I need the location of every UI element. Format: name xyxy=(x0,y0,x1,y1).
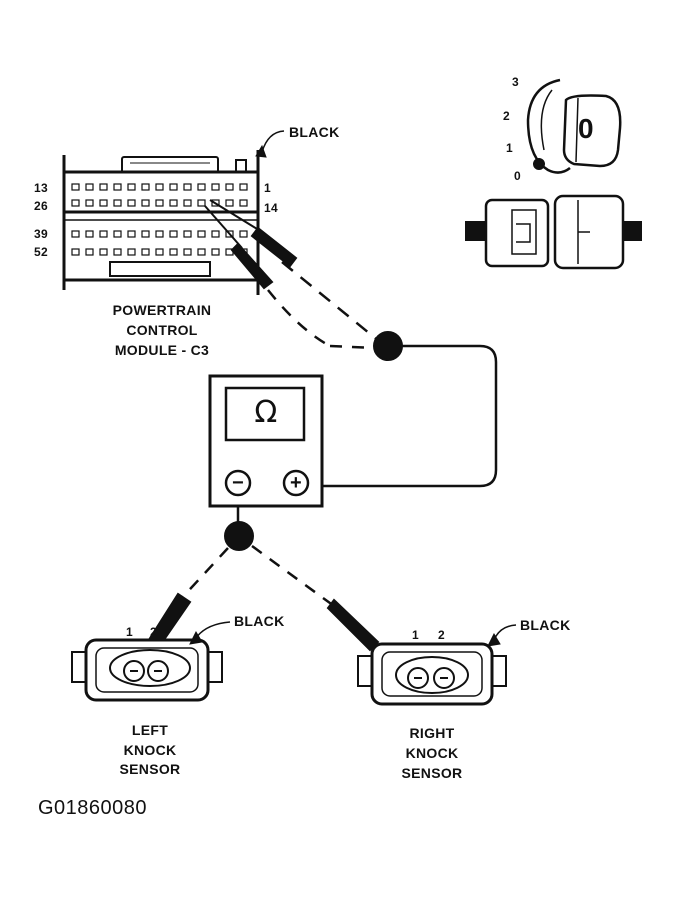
ignition-cylinder xyxy=(526,78,571,174)
left-sensor-name-line3: SENSOR xyxy=(119,761,181,777)
right-sensor-pin1: 1 xyxy=(412,628,419,642)
ohmmeter-positive-symbol: + xyxy=(290,472,302,494)
pcm-pin-label-26: 26 xyxy=(34,199,48,213)
terminal-row-2 xyxy=(71,199,248,207)
lead-junction-lower xyxy=(224,521,254,551)
lead-pcm-dashed xyxy=(281,261,381,343)
lead-positive-wire xyxy=(312,344,498,488)
probe-body-right xyxy=(326,598,380,652)
probe-wire-2 xyxy=(204,205,243,249)
ignition-position-2: 2 xyxy=(503,109,510,123)
pcm-pin-label-52: 52 xyxy=(34,245,48,259)
ignition-position-3: 3 xyxy=(512,75,519,89)
ignition-position-0: 0 xyxy=(514,169,521,183)
pcm-name-line2: CONTROL xyxy=(126,322,198,338)
right-sensor-body xyxy=(370,642,494,706)
connector-half-left xyxy=(484,198,550,268)
pcm-name-line3: MODULE - C3 xyxy=(114,342,210,358)
left-knock-sensor-connector xyxy=(71,621,231,702)
right-sensor-name-line3: SENSOR xyxy=(401,765,463,781)
pcm-pin-label-39: 39 xyxy=(34,227,48,241)
probe-body-1 xyxy=(250,226,298,268)
right-sensor-name-line2: KNOCK xyxy=(405,745,459,761)
right-knock-sensor-connector xyxy=(357,624,517,706)
left-sensor-name-line1: LEFT xyxy=(131,722,169,738)
terminal-row-3 xyxy=(71,230,248,238)
pcm-pin-label-14: 14 xyxy=(264,201,278,215)
pcm-pin-label-1: 1 xyxy=(264,181,271,195)
harness-connector-pair xyxy=(465,194,642,270)
right-sensor-name-line1: RIGHT xyxy=(409,725,455,741)
pcm-connector-color-label: BLACK xyxy=(289,124,340,140)
pcm-color-leader xyxy=(261,130,285,153)
ohmmeter-negative-jack xyxy=(224,469,252,497)
ignition-key-position: 0 xyxy=(578,113,594,144)
pcm-probes xyxy=(204,199,298,290)
left-sensor-color-label: BLACK xyxy=(234,613,285,629)
ohmmeter-negative-symbol: − xyxy=(232,472,244,494)
ignition-switch xyxy=(526,78,622,174)
left-sensor-pin2: 2 xyxy=(150,625,157,639)
probe-body-2 xyxy=(230,242,274,290)
ohmmeter-symbol: Ω xyxy=(254,395,278,430)
ohmmeter xyxy=(208,374,324,508)
ohmmeter-display xyxy=(224,386,306,442)
pcm-bottom-tab xyxy=(109,261,211,277)
left-sensor-pin1: 1 xyxy=(126,625,133,639)
right-sensor-color-label: BLACK xyxy=(520,617,571,633)
pcm-connector xyxy=(62,130,285,295)
left-sensor-name-line2: KNOCK xyxy=(123,742,177,758)
probe-wire-1 xyxy=(209,199,263,233)
pcm-pin-label-13: 13 xyxy=(34,181,48,195)
figure-code: G01860080 xyxy=(38,797,148,819)
lead-junction-upper xyxy=(373,331,403,361)
pcm-name-line1: POWERTRAIN xyxy=(112,302,212,318)
ohmmeter-positive-jack xyxy=(282,469,310,497)
terminal-row-1 xyxy=(71,183,248,191)
ignition-position-1: 1 xyxy=(506,141,513,155)
ignition-lock-pin xyxy=(533,158,545,170)
right-sensor-pin2: 2 xyxy=(438,628,445,642)
